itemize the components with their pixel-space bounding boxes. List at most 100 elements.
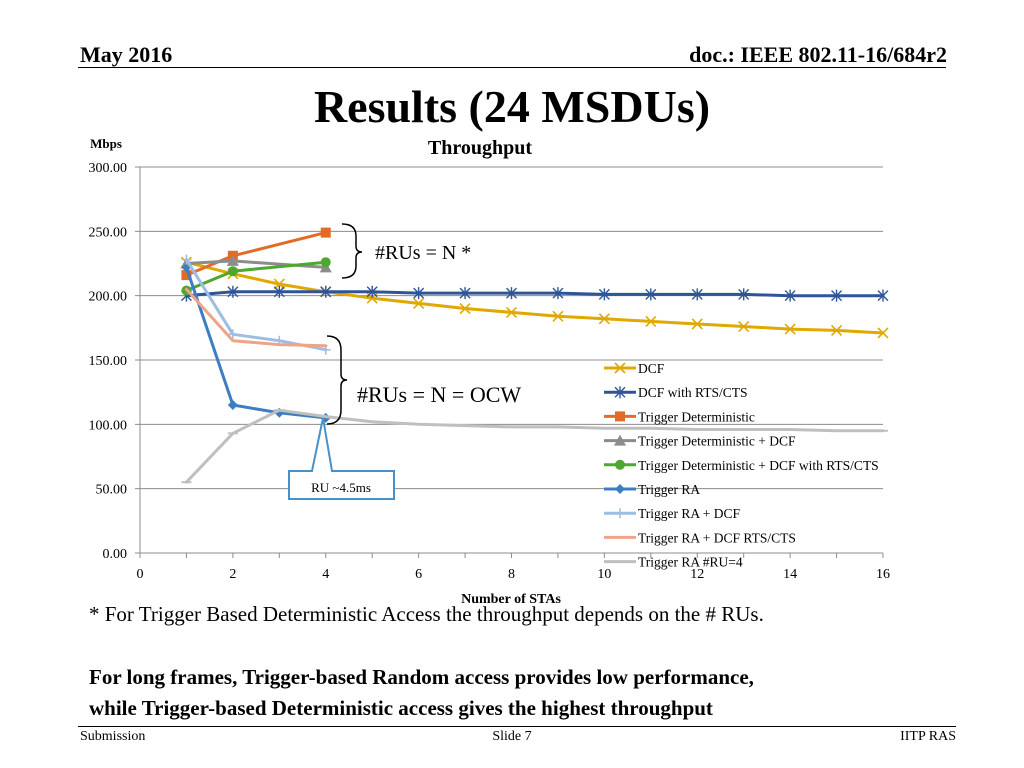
footer-organization: IITP RAS — [900, 729, 956, 744]
legend-label: Trigger RA + DCF — [638, 506, 741, 521]
legend-marker — [615, 459, 625, 470]
legend-item: DCF with RTS/CTS — [604, 385, 747, 400]
y-tick-label: 250.00 — [89, 225, 128, 240]
x-tick-label: 10 — [597, 567, 611, 582]
series-8 — [181, 408, 888, 484]
conclusion-line-1: For long frames, Trigger-based Random ac… — [89, 665, 754, 689]
data-point — [552, 287, 564, 300]
series-line — [184, 265, 328, 420]
y-axis-title: Mbps — [90, 136, 122, 151]
series-line — [184, 258, 328, 352]
conclusion-text: For long frames, Trigger-based Random ac… — [89, 662, 754, 724]
data-point — [784, 323, 796, 335]
header-doc-id: doc.: IEEE 802.11-16/684r2 — [689, 42, 947, 67]
legend-item: Trigger Deterministic — [604, 409, 755, 424]
x-axis-title: Number of STAs — [461, 592, 561, 607]
data-point — [738, 288, 750, 301]
data-point — [320, 285, 332, 298]
series-2 — [181, 227, 331, 281]
x-tick-label: 14 — [783, 567, 797, 582]
data-point — [227, 266, 238, 277]
legend-marker — [615, 484, 625, 494]
y-tick-label: 50.00 — [96, 483, 128, 498]
x-tick-label: 12 — [690, 567, 704, 582]
series-line — [184, 408, 885, 484]
legend-label: Trigger RA + DCF RTS/CTS — [638, 530, 796, 545]
legend-label: Trigger Deterministic — [638, 409, 755, 424]
x-tick-label: 16 — [876, 567, 890, 582]
data-point — [273, 285, 285, 298]
legend-label: DCF with RTS/CTS — [638, 385, 747, 400]
x-tick-label: 4 — [322, 567, 329, 582]
x-tick-label: 2 — [229, 567, 236, 582]
footnote: * For Trigger Based Deterministic Access… — [89, 602, 764, 626]
y-tick-label: 300.00 — [89, 161, 128, 176]
legend-marker — [615, 411, 625, 422]
brace-random — [326, 335, 348, 425]
legend-item: Trigger RA + DCF — [604, 506, 741, 521]
callout-box — [288, 417, 395, 500]
chart-title: Throughput — [428, 137, 532, 159]
legend-label: Trigger RA #RU=4 — [638, 555, 743, 570]
data-point — [227, 329, 238, 340]
x-tick-label: 6 — [415, 567, 422, 582]
data-point — [691, 318, 703, 330]
data-point — [459, 302, 471, 315]
series-0 — [180, 256, 889, 339]
data-point — [227, 285, 239, 298]
header-date: May 2016 — [80, 42, 173, 67]
legend-item: Trigger RA — [604, 482, 700, 497]
y-tick-label: 0.00 — [103, 547, 128, 562]
legend-item: Trigger Deterministic + DCF with RTS/CTS — [604, 458, 879, 473]
brace-label-random: #RUs = N = OCW — [357, 382, 521, 407]
data-point — [598, 288, 610, 301]
data-point — [181, 254, 192, 265]
footer-divider — [78, 726, 956, 727]
header-divider — [78, 67, 946, 68]
data-point — [552, 310, 564, 322]
y-tick-label: 100.00 — [89, 418, 128, 433]
data-point — [598, 313, 610, 325]
legend-marker — [615, 508, 625, 519]
series-line — [184, 260, 885, 335]
data-point — [320, 257, 331, 268]
data-point — [181, 270, 192, 281]
legend-marker — [614, 386, 626, 399]
data-point — [645, 288, 657, 301]
data-point — [645, 315, 657, 327]
chart-axes: 0.00 50.00 100.00 150.00 200.00 250.00 300.00 0… — [89, 136, 891, 607]
data-point — [877, 289, 889, 302]
data-point — [227, 400, 238, 411]
x-tick-label: 8 — [508, 567, 515, 582]
data-point — [830, 324, 843, 336]
y-tick-label: 150.00 — [89, 354, 128, 369]
series-7 — [184, 287, 328, 348]
data-point — [413, 297, 425, 309]
legend-label: Trigger Deterministic + DCF with RTS/CTS — [638, 458, 879, 473]
brace-deterministic — [341, 223, 363, 279]
data-point — [413, 287, 425, 300]
legend-item: DCF — [604, 361, 665, 376]
data-point — [877, 327, 889, 339]
data-point — [784, 289, 796, 302]
legend-label: Trigger RA — [638, 482, 700, 497]
data-point — [505, 306, 518, 318]
y-tick-label: 200.00 — [89, 290, 128, 305]
legend-label: Trigger Deterministic + DCF — [638, 434, 796, 449]
slide-title: Results (24 MSDUs) — [313, 81, 711, 132]
brace-label-deterministic: #RUs = N * — [375, 242, 471, 264]
chart-series — [180, 227, 889, 484]
x-tick-label: 0 — [137, 567, 144, 582]
data-point — [320, 227, 331, 238]
series-line — [184, 290, 885, 298]
data-point — [691, 288, 703, 301]
data-point — [226, 254, 239, 266]
legend-marker — [614, 362, 626, 374]
data-point — [738, 320, 750, 333]
legend-marker — [614, 434, 626, 446]
data-point — [366, 285, 378, 298]
conclusion-line-2: while Trigger-based Deterministic access… — [89, 696, 713, 720]
data-point — [506, 287, 517, 300]
